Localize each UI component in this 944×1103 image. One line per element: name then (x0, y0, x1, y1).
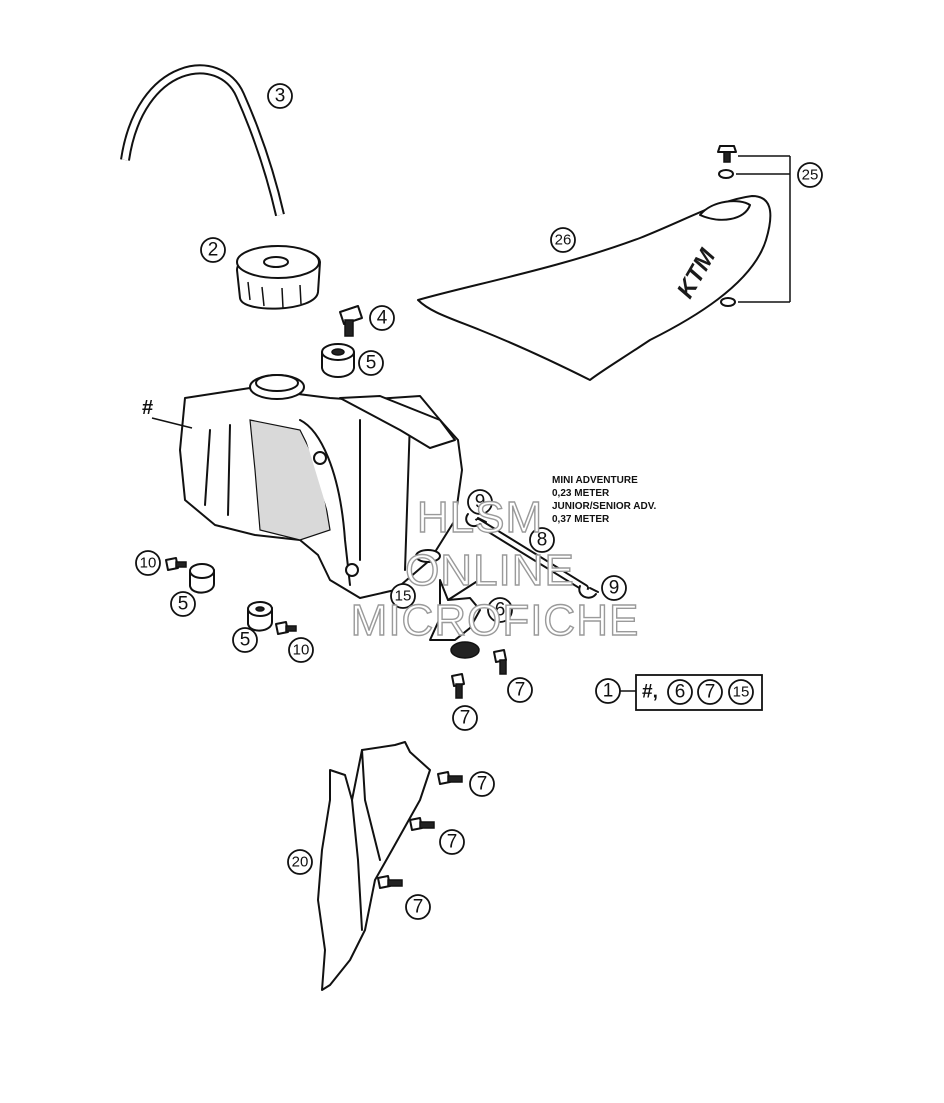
svg-text:ONLINE: ONLINE (405, 546, 575, 595)
o-ring[interactable] (415, 549, 441, 563)
callout-5-left: 5 (170, 591, 196, 617)
svg-text:15: 15 (395, 588, 412, 605)
tank-leader (151, 417, 193, 429)
kit-hash: #, (642, 682, 658, 703)
kit-item-6: 6 (675, 682, 686, 703)
kit-reference: 1 #, 6 7 15 (595, 674, 763, 711)
callout-25: 25 (797, 162, 823, 188)
callout-4: 4 (369, 305, 395, 331)
svg-text:5: 5 (366, 353, 377, 374)
callout-9-right: 9 (601, 575, 627, 601)
callout-10-mid: 10 (288, 637, 314, 663)
callout-7-a: 7 (507, 677, 533, 703)
rubber-bushing-top[interactable] (321, 343, 355, 378)
rubber-bushing-left[interactable] (189, 563, 215, 594)
seat-bolt[interactable] (339, 305, 363, 337)
tank-spoiler[interactable] (317, 741, 431, 991)
fuel-tank[interactable] (179, 374, 463, 599)
tank-bolt-left[interactable] (165, 557, 187, 571)
fuel-hose[interactable] (474, 518, 589, 592)
svg-text:3: 3 (275, 86, 286, 107)
callout-10-left: 10 (135, 550, 161, 576)
svg-text:20: 20 (292, 854, 309, 871)
breather-hose[interactable] (120, 64, 285, 217)
callout-20: 20 (287, 849, 313, 875)
svg-text:MICROFICHE: MICROFICHE (351, 596, 640, 645)
svg-text:JUNIOR/SENIOR ADV.: JUNIOR/SENIOR ADV. (552, 501, 657, 512)
callout-26: 26 (550, 227, 576, 253)
seat-fastener-set[interactable] (717, 145, 737, 307)
callout-1-label: 1 (603, 681, 614, 702)
kit-item-7: 7 (705, 682, 716, 703)
callout-5-mid: 5 (232, 627, 258, 653)
callout-7-b: 7 (452, 705, 478, 731)
callout-3: 3 (267, 83, 293, 109)
screw-tap-left[interactable] (451, 673, 465, 699)
svg-text:MINI ADVENTURE: MINI ADVENTURE (552, 475, 638, 486)
callout-7-e: 7 (405, 894, 431, 920)
svg-text:7: 7 (447, 832, 458, 853)
hose-clamp-top[interactable] (465, 513, 487, 528)
screw-spoiler-2[interactable] (409, 817, 435, 831)
svg-text:10: 10 (140, 555, 157, 572)
svg-text:4: 4 (377, 308, 388, 329)
fuel-cap[interactable] (236, 245, 321, 310)
callout-15: 15 (390, 583, 416, 609)
svg-text:7: 7 (460, 708, 471, 729)
svg-text:10: 10 (293, 642, 310, 659)
seat[interactable]: KTM (417, 195, 772, 381)
svg-text:0,37 METER: 0,37 METER (552, 514, 610, 525)
seat-fastener-leaders (736, 155, 791, 303)
svg-text:2: 2 (208, 240, 219, 261)
svg-text:7: 7 (413, 897, 424, 918)
kit-item-15: 15 (733, 684, 750, 701)
callout-9-top: 9 (467, 489, 493, 515)
svg-text:5: 5 (178, 594, 189, 615)
callout-6: 6 (487, 597, 513, 623)
screw-spoiler-1[interactable] (437, 771, 463, 785)
svg-text:7: 7 (515, 680, 526, 701)
svg-text:9: 9 (475, 492, 486, 513)
svg-text:8: 8 (537, 530, 548, 551)
fuel-tap[interactable] (429, 579, 481, 659)
screw-tap-right[interactable] (493, 649, 507, 675)
svg-text:6: 6 (495, 600, 506, 621)
svg-text:5: 5 (240, 630, 251, 651)
callout-2: 2 (200, 237, 226, 263)
svg-text:0,23 METER: 0,23 METER (552, 488, 610, 499)
svg-text:9: 9 (609, 578, 620, 599)
watermark: HLSM ONLINE MICROFICHE (350, 492, 640, 645)
svg-text:HLSM: HLSM (417, 493, 543, 542)
hose-length-note: MINI ADVENTURE 0,23 METER JUNIOR/SENIOR … (552, 475, 657, 525)
svg-text:26: 26 (555, 232, 572, 249)
screw-spoiler-3[interactable] (377, 875, 403, 889)
svg-text:25: 25 (802, 167, 819, 184)
tank-marker: # (142, 397, 153, 419)
callout-8: 8 (529, 527, 555, 553)
tank-bolt-mid[interactable] (275, 621, 297, 635)
rubber-bushing-mid[interactable] (247, 601, 273, 632)
hose-clamp-right[interactable] (578, 585, 599, 599)
callout-5-cap: 5 (358, 350, 384, 376)
svg-text:7: 7 (477, 774, 488, 795)
callout-7-c: 7 (469, 771, 495, 797)
callout-7-d: 7 (439, 829, 465, 855)
